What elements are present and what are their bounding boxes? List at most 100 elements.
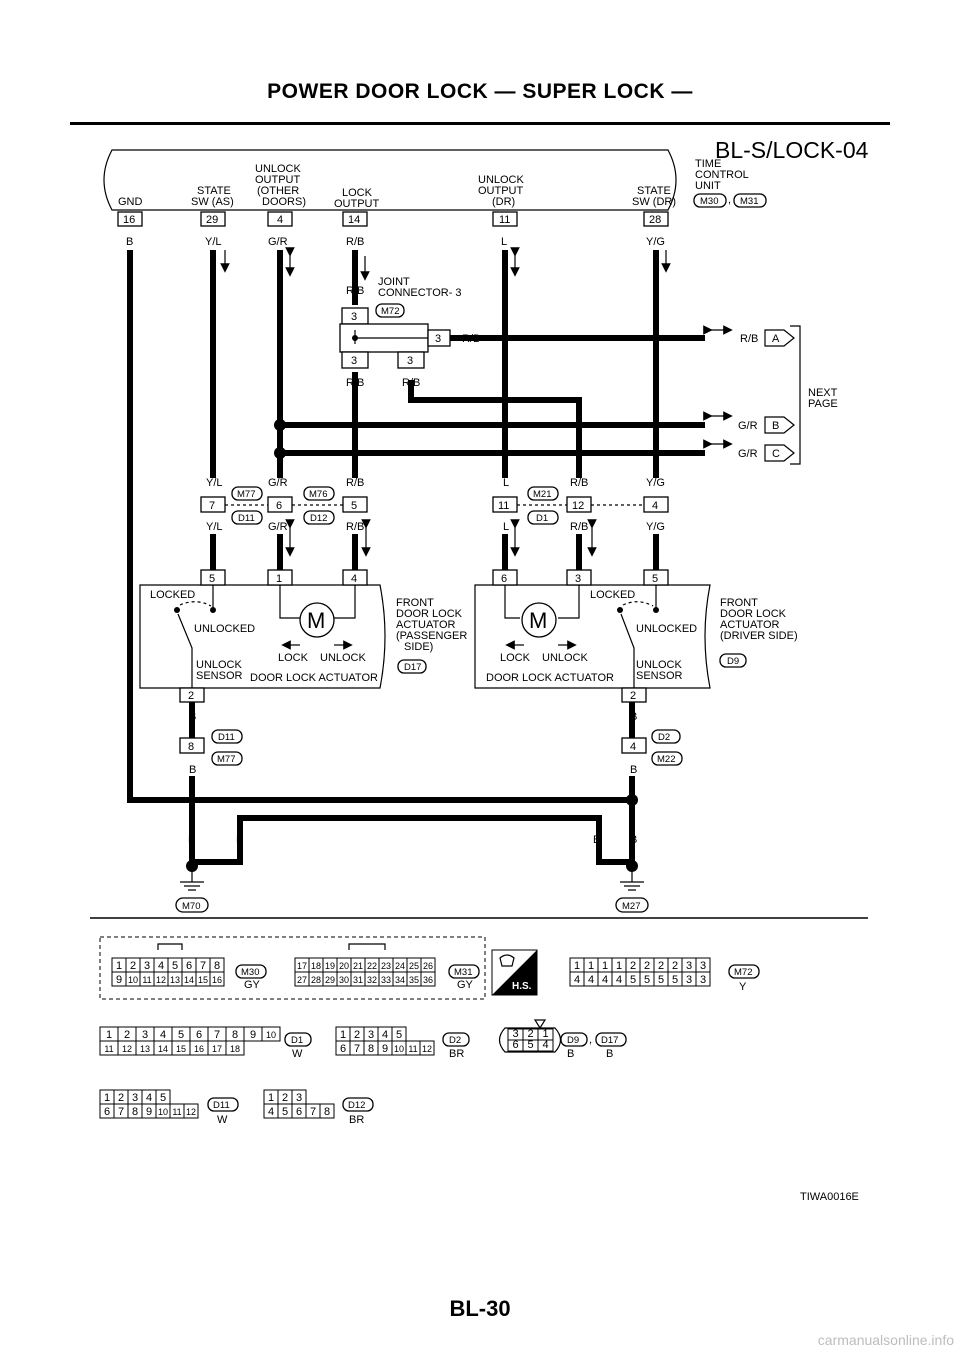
svg-text:R/B: R/B: [570, 521, 588, 533]
pin-number: 4: [588, 974, 594, 986]
pin-number: 4: [158, 960, 164, 972]
svg-text:UNLOCK: UNLOCK: [478, 174, 525, 186]
svg-text:BR: BR: [349, 1114, 364, 1126]
svg-text:SW (AS): SW (AS): [191, 196, 234, 208]
svg-text:Y: Y: [739, 981, 747, 993]
pin-number: 2: [130, 960, 136, 972]
signal-arrows: [220, 247, 733, 557]
pin-number: 9: [146, 1106, 152, 1118]
pin-number: 17: [212, 1044, 222, 1054]
svg-text:ACTUATOR: ACTUATOR: [720, 619, 780, 631]
svg-text:5: 5: [652, 573, 658, 585]
pin-number: 3: [144, 960, 150, 972]
joint-connector: R/B JOINT CONNECTOR- 3 M72 3 3 R/B 3 3 R…: [339, 276, 480, 389]
pin-number: 2: [124, 1029, 130, 1041]
pin-cell: [537, 1039, 554, 1052]
svg-text:M: M: [529, 608, 547, 633]
svg-text:M22: M22: [657, 754, 675, 765]
svg-text:M72: M72: [381, 306, 399, 317]
pin-number: 1: [574, 960, 580, 972]
pin-number: 2: [282, 1092, 288, 1104]
svg-text:UNIT: UNIT: [695, 180, 721, 192]
svg-text:OUTPUT: OUTPUT: [478, 185, 524, 197]
svg-text:D17: D17: [601, 1035, 618, 1046]
svg-text:M31: M31: [454, 967, 472, 978]
svg-text:R/B: R/B: [402, 377, 420, 389]
svg-text:FRONT: FRONT: [720, 597, 758, 609]
svg-text:8: 8: [188, 741, 194, 753]
svg-text:JOINT: JOINT: [378, 276, 410, 288]
svg-text:L: L: [503, 477, 509, 489]
svg-text:4: 4: [652, 500, 658, 512]
pin-number: 3: [296, 1092, 302, 1104]
pin-number: 4: [602, 974, 608, 986]
svg-text:Y/L: Y/L: [206, 477, 223, 489]
svg-text:M: M: [307, 608, 325, 633]
pin-number: 5: [172, 960, 178, 972]
pin-number: 5: [644, 974, 650, 986]
pin-number: 2: [630, 960, 636, 972]
svg-text:G/R: G/R: [268, 521, 288, 533]
hs-label: H.S.: [512, 981, 532, 992]
pin-number: 6: [196, 1029, 202, 1041]
svg-text:11: 11: [498, 500, 509, 512]
pin-number: 5: [178, 1029, 184, 1041]
pin-number: 29: [325, 975, 335, 985]
pin-number: 3: [700, 974, 706, 986]
unit-connector-m31: M31: [740, 196, 758, 207]
pin-number: 5: [658, 974, 664, 986]
svg-text:LOCK: LOCK: [278, 652, 309, 664]
svg-text:M76: M76: [309, 489, 327, 500]
figure-code: TIWA0016E: [800, 1191, 859, 1203]
svg-text:L: L: [503, 521, 509, 533]
pin-number: 5: [527, 1039, 533, 1051]
svg-text:STATE: STATE: [637, 185, 671, 197]
svg-text:6: 6: [276, 500, 282, 512]
pin-number: 6: [512, 1039, 518, 1051]
watermark: carmanualsonline.info: [817, 1332, 954, 1348]
svg-text:D11: D11: [238, 513, 255, 524]
unit-connector-m30: M30: [700, 196, 718, 207]
pin-number: 14: [158, 1044, 168, 1054]
svg-text:3: 3: [351, 311, 357, 323]
pin-number: 2: [658, 960, 664, 972]
svg-text:R/B: R/B: [462, 333, 480, 345]
svg-text:UNLOCK: UNLOCK: [636, 659, 683, 671]
svg-text:NEXT: NEXT: [808, 387, 838, 399]
svg-text:M72: M72: [734, 967, 752, 978]
pin-number: 35: [409, 975, 419, 985]
svg-text:B: B: [593, 834, 600, 846]
svg-text:W: W: [292, 1048, 303, 1060]
pin-number: 3: [142, 1029, 148, 1041]
pin-cell: [261, 1026, 281, 1042]
svg-text:UNLOCKED: UNLOCKED: [636, 623, 697, 635]
svg-text:OUTPUT: OUTPUT: [255, 174, 301, 186]
svg-text:L: L: [501, 236, 507, 248]
pin-number: 8: [324, 1106, 330, 1118]
pin-number: 28: [311, 975, 321, 985]
svg-text:1: 1: [276, 573, 282, 585]
pin-number: 31: [353, 975, 363, 985]
svg-text:B: B: [630, 834, 637, 846]
svg-text:D1: D1: [291, 1035, 303, 1046]
pin-number: 17: [297, 961, 307, 971]
svg-text:5: 5: [351, 500, 357, 512]
pin-number: 19: [325, 961, 335, 971]
pin-number: 1: [616, 960, 622, 972]
svg-text:DOOR LOCK: DOOR LOCK: [396, 608, 463, 620]
svg-text:28: 28: [649, 214, 661, 226]
next-page-refs: R/B A G/R B G/R C NEXT PAGE: [738, 325, 838, 465]
svg-text:GND: GND: [118, 196, 143, 208]
pin-number: 2: [644, 960, 650, 972]
svg-text:ACTUATOR: ACTUATOR: [396, 619, 456, 631]
pin-cell: [420, 971, 436, 987]
pin-number: 2: [527, 1028, 533, 1040]
pin-number: 9: [382, 1043, 388, 1055]
pin-number: 7: [118, 1106, 124, 1118]
svg-text:B: B: [606, 1048, 613, 1060]
svg-text:D9: D9: [567, 1035, 579, 1046]
mid-connectors: Y/L G/R R/B L R/B Y/G 7 6 5 11 12 4 M77 …: [200, 477, 669, 570]
